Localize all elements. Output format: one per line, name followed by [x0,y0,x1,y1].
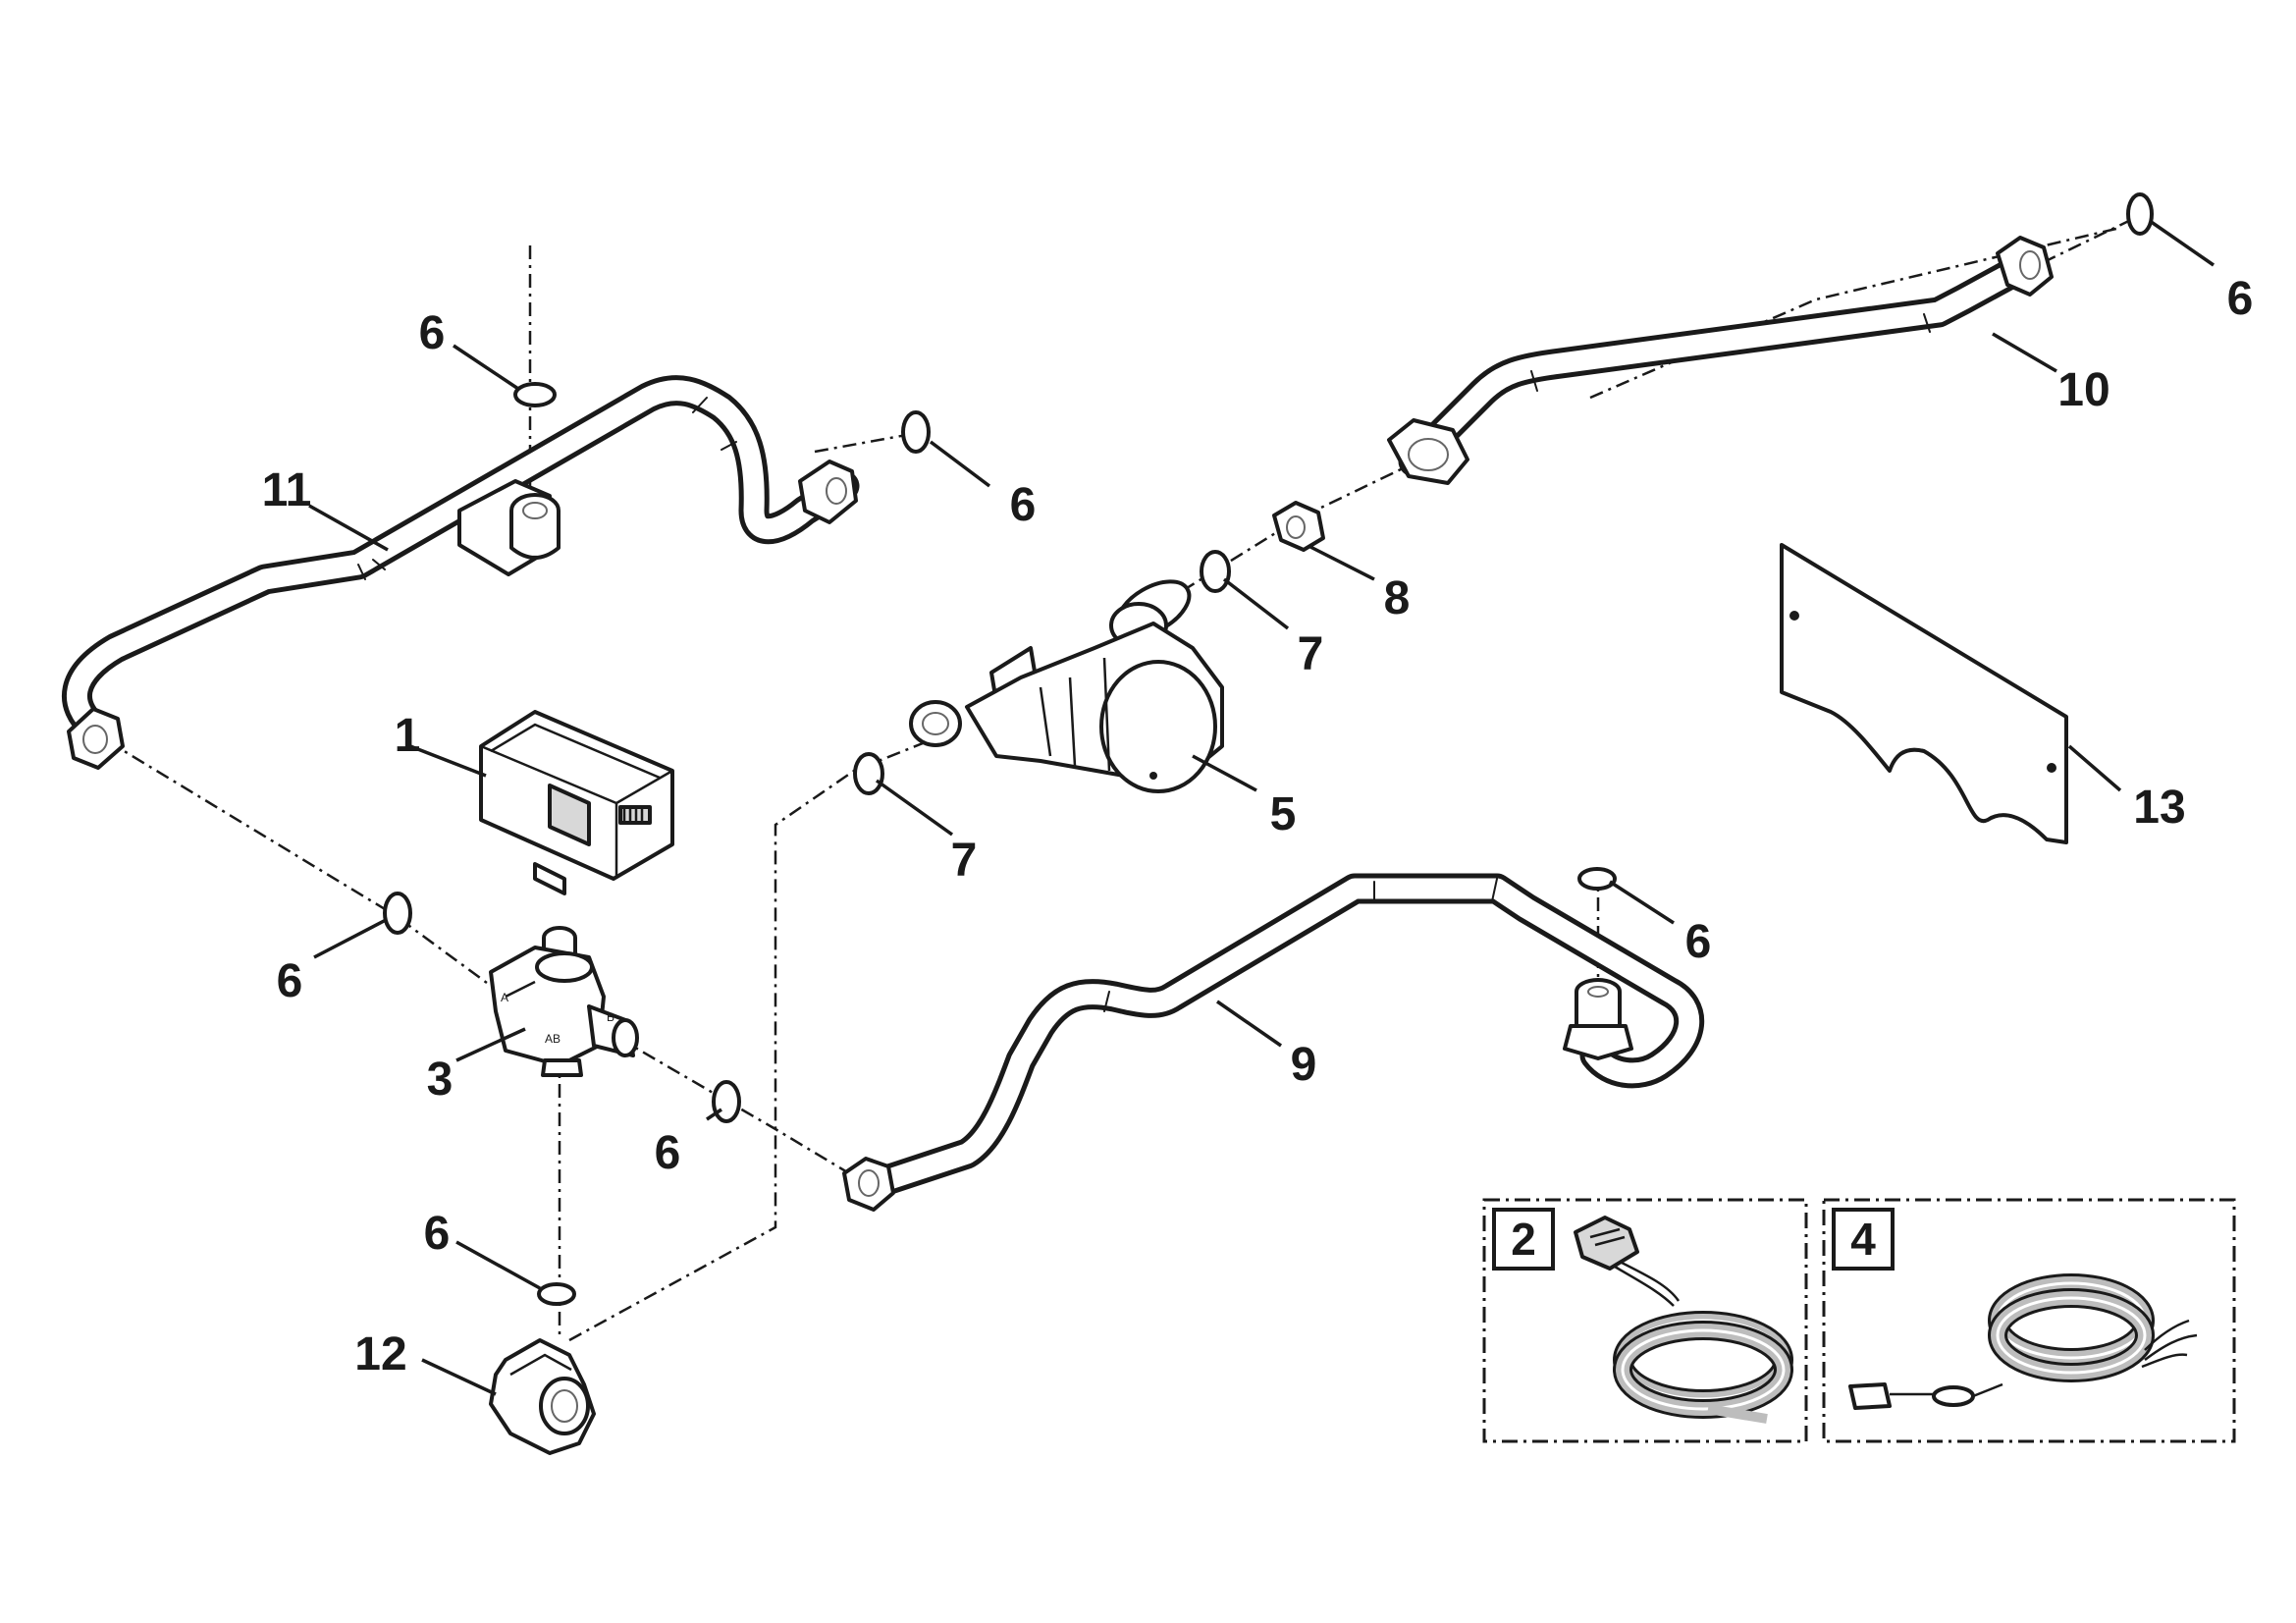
inset-box-2: 2 [1482,1198,1808,1443]
pipe-9 [842,873,1705,1212]
callout-11: 11 [262,464,312,516]
o-ring-pipe10 [2126,192,2154,236]
o-ring-elbow [537,1282,576,1306]
callout-12: 12 [354,1328,406,1380]
callout-7-pump-right: 7 [1298,628,1324,680]
callout-10: 10 [2057,364,2109,416]
callout-6-elbow: 6 [424,1208,451,1260]
callout-6-pipe9: 6 [1685,916,1712,968]
o-ring-pipe9 [1577,867,1617,891]
o-ring-valve-left [383,892,412,935]
callout-7-pump-left: 7 [951,835,978,887]
svg-text:B: B [607,1010,614,1024]
o-ring-valve-right [712,1080,741,1123]
svg-text:A: A [501,991,508,1004]
sensor-plug [1848,1382,1892,1410]
o-ring-pump-left [853,752,884,795]
callout-6-valve-left: 6 [277,955,303,1007]
pipe-9-fitting [1563,1024,1633,1060]
pump-part-5 [909,579,1224,793]
assembly-dash-lines [107,216,2136,1342]
callout-6-pipe11-right: 6 [1010,479,1037,531]
o-ring-pump-right [1200,550,1231,593]
adapter-part-8 [1272,501,1325,552]
inset-label-2: 2 [1511,1214,1536,1265]
actuator-part-1 [479,710,674,895]
callout-3: 3 [427,1054,454,1106]
gasket-part-13 [1780,543,2068,844]
svg-text:AB: AB [545,1032,561,1046]
callout-8: 8 [1384,572,1411,624]
callout-5: 5 [1270,788,1297,840]
callout-1: 1 [395,710,421,762]
pipe-10 [1387,236,2054,485]
callout-6-pipe10: 6 [2227,273,2254,325]
callout-6-valve-right: 6 [655,1127,681,1179]
inset-label-4: 4 [1850,1214,1876,1265]
sensor-bulb [1932,1385,1975,1407]
callout-labels: 6 6 11 1 6 3 6 6 12 7 7 8 5 6 9 10 6 13 [262,273,2254,1380]
elbow-part-12 [489,1338,596,1455]
callout-13: 13 [2133,782,2185,834]
o-ring-top [513,382,557,407]
pipe-11 [62,375,860,770]
o-ring-pipe11-right [901,410,931,454]
inset-box-4: 4 [1822,1198,2236,1443]
leader-lines [308,219,2215,1396]
o-rings [383,192,2154,1306]
valve-part-3: A AB B [489,926,639,1077]
callout-9: 9 [1291,1039,1317,1091]
callout-6-top: 6 [419,307,446,359]
